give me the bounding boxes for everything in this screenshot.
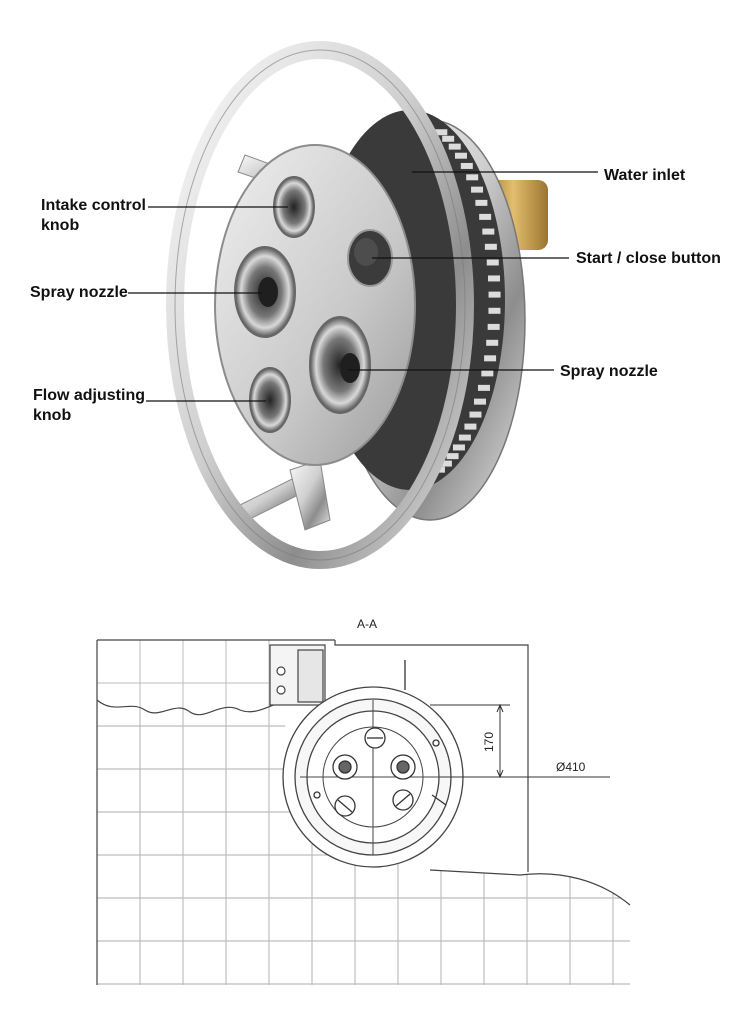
grille-fin — [435, 129, 448, 136]
grille-fin — [448, 143, 461, 150]
callout-intake-control-knob: Intake control knob — [41, 197, 146, 234]
grille-fin — [488, 291, 501, 298]
grille-fin — [486, 339, 499, 346]
grille-fin — [458, 434, 471, 441]
start-close-button — [347, 229, 393, 287]
grille-fin — [446, 453, 459, 460]
product-illustration — [128, 41, 598, 569]
grille-fin — [439, 460, 452, 467]
callout-flow-adjusting-knob: Flow adjusting knob — [33, 387, 145, 424]
spray-nozzle-right — [309, 316, 371, 414]
section-label: A-A — [357, 617, 377, 631]
leader-lines — [128, 171, 598, 402]
grille-fin — [473, 398, 486, 405]
grille-fin — [442, 135, 455, 142]
grille-fin — [471, 186, 484, 193]
water-grid — [97, 640, 282, 715]
grille-fin — [488, 307, 501, 314]
spray-nozzle-left — [234, 246, 296, 338]
drawing-knobs — [313, 660, 447, 817]
grille-fin — [482, 228, 495, 235]
grille-fin — [477, 384, 490, 391]
side-box — [269, 644, 326, 706]
callout-spray-nozzle-right: Spray nozzle — [560, 363, 658, 380]
grille-fin — [484, 243, 497, 250]
grille-fin — [481, 370, 494, 377]
grille-fin — [460, 162, 473, 169]
dimension-lines — [430, 703, 610, 779]
grille-fin — [464, 423, 477, 430]
callout-water-inlet: Water inlet — [604, 167, 686, 184]
dimension-diameter: Ø410 — [556, 760, 586, 774]
flow-adjusting-knob — [249, 367, 291, 433]
grille-fin — [452, 444, 465, 451]
grille-fin — [466, 174, 479, 181]
grille-fin — [487, 323, 500, 330]
grille-fin — [486, 259, 499, 266]
grille-fin — [487, 275, 500, 282]
grille-fin — [479, 213, 492, 220]
callout-start-close-button: Start / close button — [576, 250, 721, 267]
grille-fin — [454, 152, 467, 159]
grille-fin — [484, 355, 497, 362]
grille-fin — [475, 199, 488, 206]
grille-fin — [469, 411, 482, 418]
dimension-height: 170 — [482, 732, 496, 752]
drawing-outlines — [96, 639, 631, 985]
section-ring — [282, 686, 464, 868]
callout-spray-nozzle-left: Spray nozzle — [30, 284, 128, 301]
